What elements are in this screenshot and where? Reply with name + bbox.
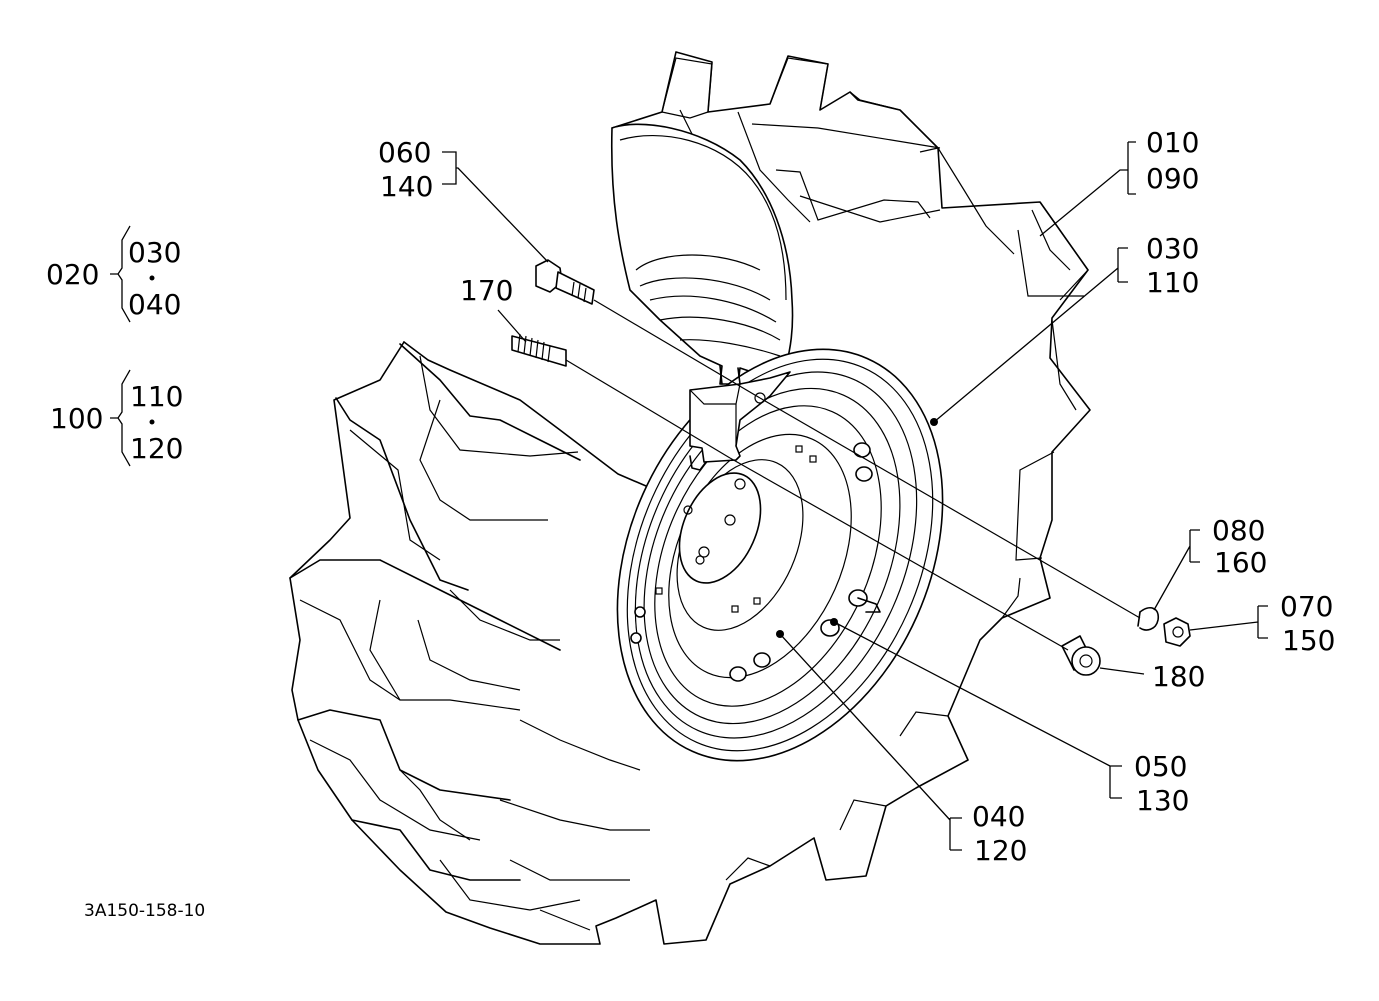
group-item-110: 110 [130,380,183,413]
stud-bolt [511,333,567,367]
tire [289,51,1091,945]
group-parent-020: 020 [46,258,99,291]
group-item-040: 040 [128,288,181,321]
part-number-150: 150 [1282,624,1335,657]
group-item-030: 030 [128,236,181,269]
part-number-090: 090 [1146,162,1199,195]
bolt [535,259,595,305]
assembly-lines [565,299,1141,651]
wheel-rim [616,348,944,762]
group-parent-100: 100 [50,402,103,435]
group-bracket-100 [110,369,155,467]
part-number-180: 180 [1152,660,1205,693]
part-number-110: 110 [1146,266,1199,299]
part-number-170: 170 [460,274,513,307]
part-number-040: 040 [972,800,1025,833]
leader-lines [442,141,1268,851]
part-number-080: 080 [1212,514,1265,547]
spring-washer [1137,607,1160,631]
part-number-140: 140 [380,170,433,203]
part-number-130: 130 [1136,784,1189,817]
collar [1061,635,1101,676]
tire-cutaway-shell [610,123,794,385]
group-item-120: 120 [130,432,183,465]
part-number-010: 010 [1146,126,1199,159]
part-number-030: 030 [1146,232,1199,265]
group-bracket-020 [110,225,155,323]
part-number-120: 120 [974,834,1027,867]
part-number-050: 050 [1134,750,1187,783]
nut [1163,617,1191,647]
axle-bracket [689,365,791,471]
part-number-060: 060 [378,136,431,169]
diagram-code: 3A150-158-10 [84,901,205,921]
part-number-070: 070 [1280,590,1333,623]
part-number-160: 160 [1214,546,1267,579]
tire-tread-left [289,341,661,931]
